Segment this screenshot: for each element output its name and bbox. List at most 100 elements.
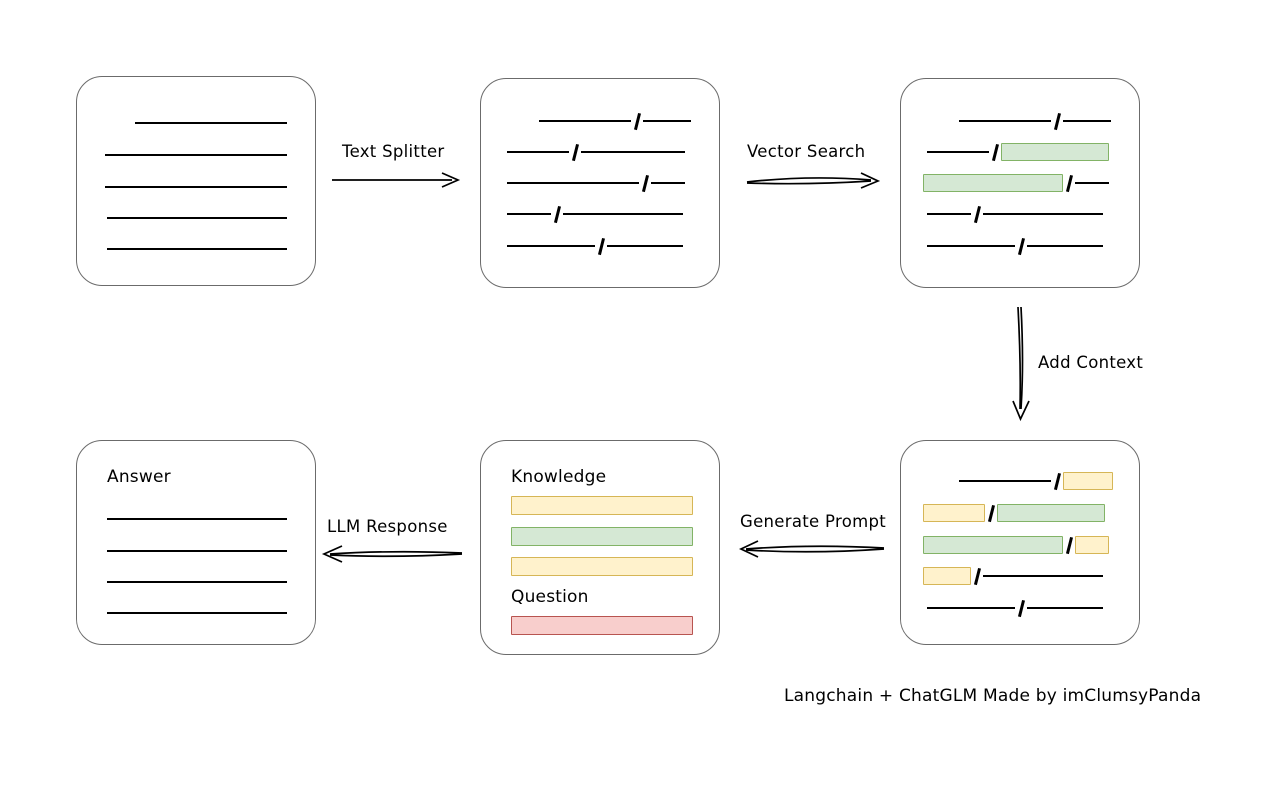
text-line-segment	[563, 212, 683, 216]
split-slash	[1015, 599, 1027, 617]
prompt-box: Knowledge Question	[480, 440, 720, 655]
text-line-segment	[927, 606, 1015, 610]
document-line	[901, 236, 1139, 256]
document-line	[77, 239, 315, 259]
context-chunk-yellow	[1063, 472, 1113, 490]
split-slash	[551, 205, 563, 223]
text-line-segment	[983, 212, 1103, 216]
document-line	[481, 236, 719, 256]
text-line-segment	[1075, 181, 1109, 185]
text-line-segment	[107, 611, 287, 615]
document-line	[77, 113, 315, 133]
matched-chunk-green	[1001, 143, 1109, 161]
text-line-segment	[107, 549, 287, 553]
split-slash	[985, 504, 997, 522]
split-slash	[1051, 112, 1063, 130]
text-line-segment	[105, 153, 287, 157]
text-line-segment	[135, 121, 287, 125]
knowledge-bar-3	[511, 557, 693, 576]
document-line	[901, 204, 1139, 224]
document-line	[77, 572, 315, 592]
document-line	[77, 541, 315, 561]
text-line-segment	[1027, 244, 1103, 248]
knowledge-bar-1	[511, 496, 693, 515]
document-line	[481, 204, 719, 224]
diagram-caption: Langchain + ChatGLM Made by imClumsyPand…	[784, 686, 1202, 706]
context-chunk-yellow	[1075, 536, 1109, 554]
question-label: Question	[511, 587, 589, 607]
source-document-box	[76, 76, 316, 286]
context-document-box	[900, 440, 1140, 645]
split-document-box	[480, 78, 720, 288]
matched-chunk-green	[923, 174, 1063, 192]
document-line	[901, 535, 1139, 555]
context-chunk-green	[923, 536, 1063, 554]
document-line	[901, 471, 1139, 491]
arrow-generate-prompt: Generate Prompt	[738, 512, 888, 562]
text-line-segment	[1027, 606, 1103, 610]
split-slash	[639, 174, 651, 192]
text-line-segment	[107, 580, 287, 584]
split-slash	[569, 143, 581, 161]
document-line	[901, 111, 1139, 131]
document-line	[901, 142, 1139, 162]
arrow-vector-search: Vector Search	[745, 142, 890, 192]
text-line-segment	[507, 150, 569, 154]
answer-box: Answer	[76, 440, 316, 645]
document-line	[901, 598, 1139, 618]
text-line-segment	[105, 185, 287, 189]
split-slash	[595, 237, 607, 255]
split-slash	[1063, 536, 1075, 554]
arrow-label-vector-search: Vector Search	[747, 142, 866, 161]
document-line	[481, 111, 719, 131]
knowledge-bar-2	[511, 527, 693, 546]
split-slash	[971, 567, 983, 585]
matched-document-box	[900, 78, 1140, 288]
text-line-segment	[581, 150, 685, 154]
split-slash	[1015, 237, 1027, 255]
document-line	[77, 208, 315, 228]
question-bar	[511, 616, 693, 635]
text-line-segment	[1063, 119, 1111, 123]
source-document-lines	[77, 77, 315, 285]
text-line-segment	[983, 574, 1103, 578]
answer-label: Answer	[107, 467, 171, 487]
arrow-label-text-splitter: Text Splitter	[342, 142, 445, 161]
split-slash	[1063, 174, 1075, 192]
split-slash	[1051, 472, 1063, 490]
document-line	[77, 509, 315, 529]
text-line-segment	[927, 150, 989, 154]
split-slash	[971, 205, 983, 223]
document-line	[901, 503, 1139, 523]
document-line	[481, 173, 719, 193]
text-line-segment	[507, 244, 595, 248]
text-line-segment	[959, 479, 1051, 483]
split-document-lines	[481, 79, 719, 287]
text-line-segment	[643, 119, 691, 123]
text-line-segment	[651, 181, 685, 185]
text-line-segment	[107, 247, 287, 251]
arrow-text-splitter: Text Splitter	[330, 142, 470, 192]
text-line-segment	[927, 244, 1015, 248]
arrow-label-add-context: Add Context	[1038, 353, 1144, 372]
document-line	[481, 142, 719, 162]
document-line	[77, 177, 315, 197]
document-line	[901, 566, 1139, 586]
arrow-label-generate-prompt: Generate Prompt	[740, 512, 886, 531]
text-line-segment	[607, 244, 683, 248]
answer-lines	[77, 441, 315, 644]
text-line-segment	[927, 212, 971, 216]
arrow-label-llm-response: LLM Response	[327, 517, 448, 536]
split-slash	[989, 143, 1001, 161]
text-line-segment	[107, 216, 287, 220]
context-document-lines	[901, 441, 1139, 644]
text-line-segment	[507, 212, 551, 216]
text-line-segment	[107, 517, 287, 521]
split-slash	[631, 112, 643, 130]
text-line-segment	[959, 119, 1051, 123]
document-line	[77, 603, 315, 623]
matched-document-lines	[901, 79, 1139, 287]
document-line	[77, 145, 315, 165]
document-line	[901, 173, 1139, 193]
text-line-segment	[507, 181, 639, 185]
